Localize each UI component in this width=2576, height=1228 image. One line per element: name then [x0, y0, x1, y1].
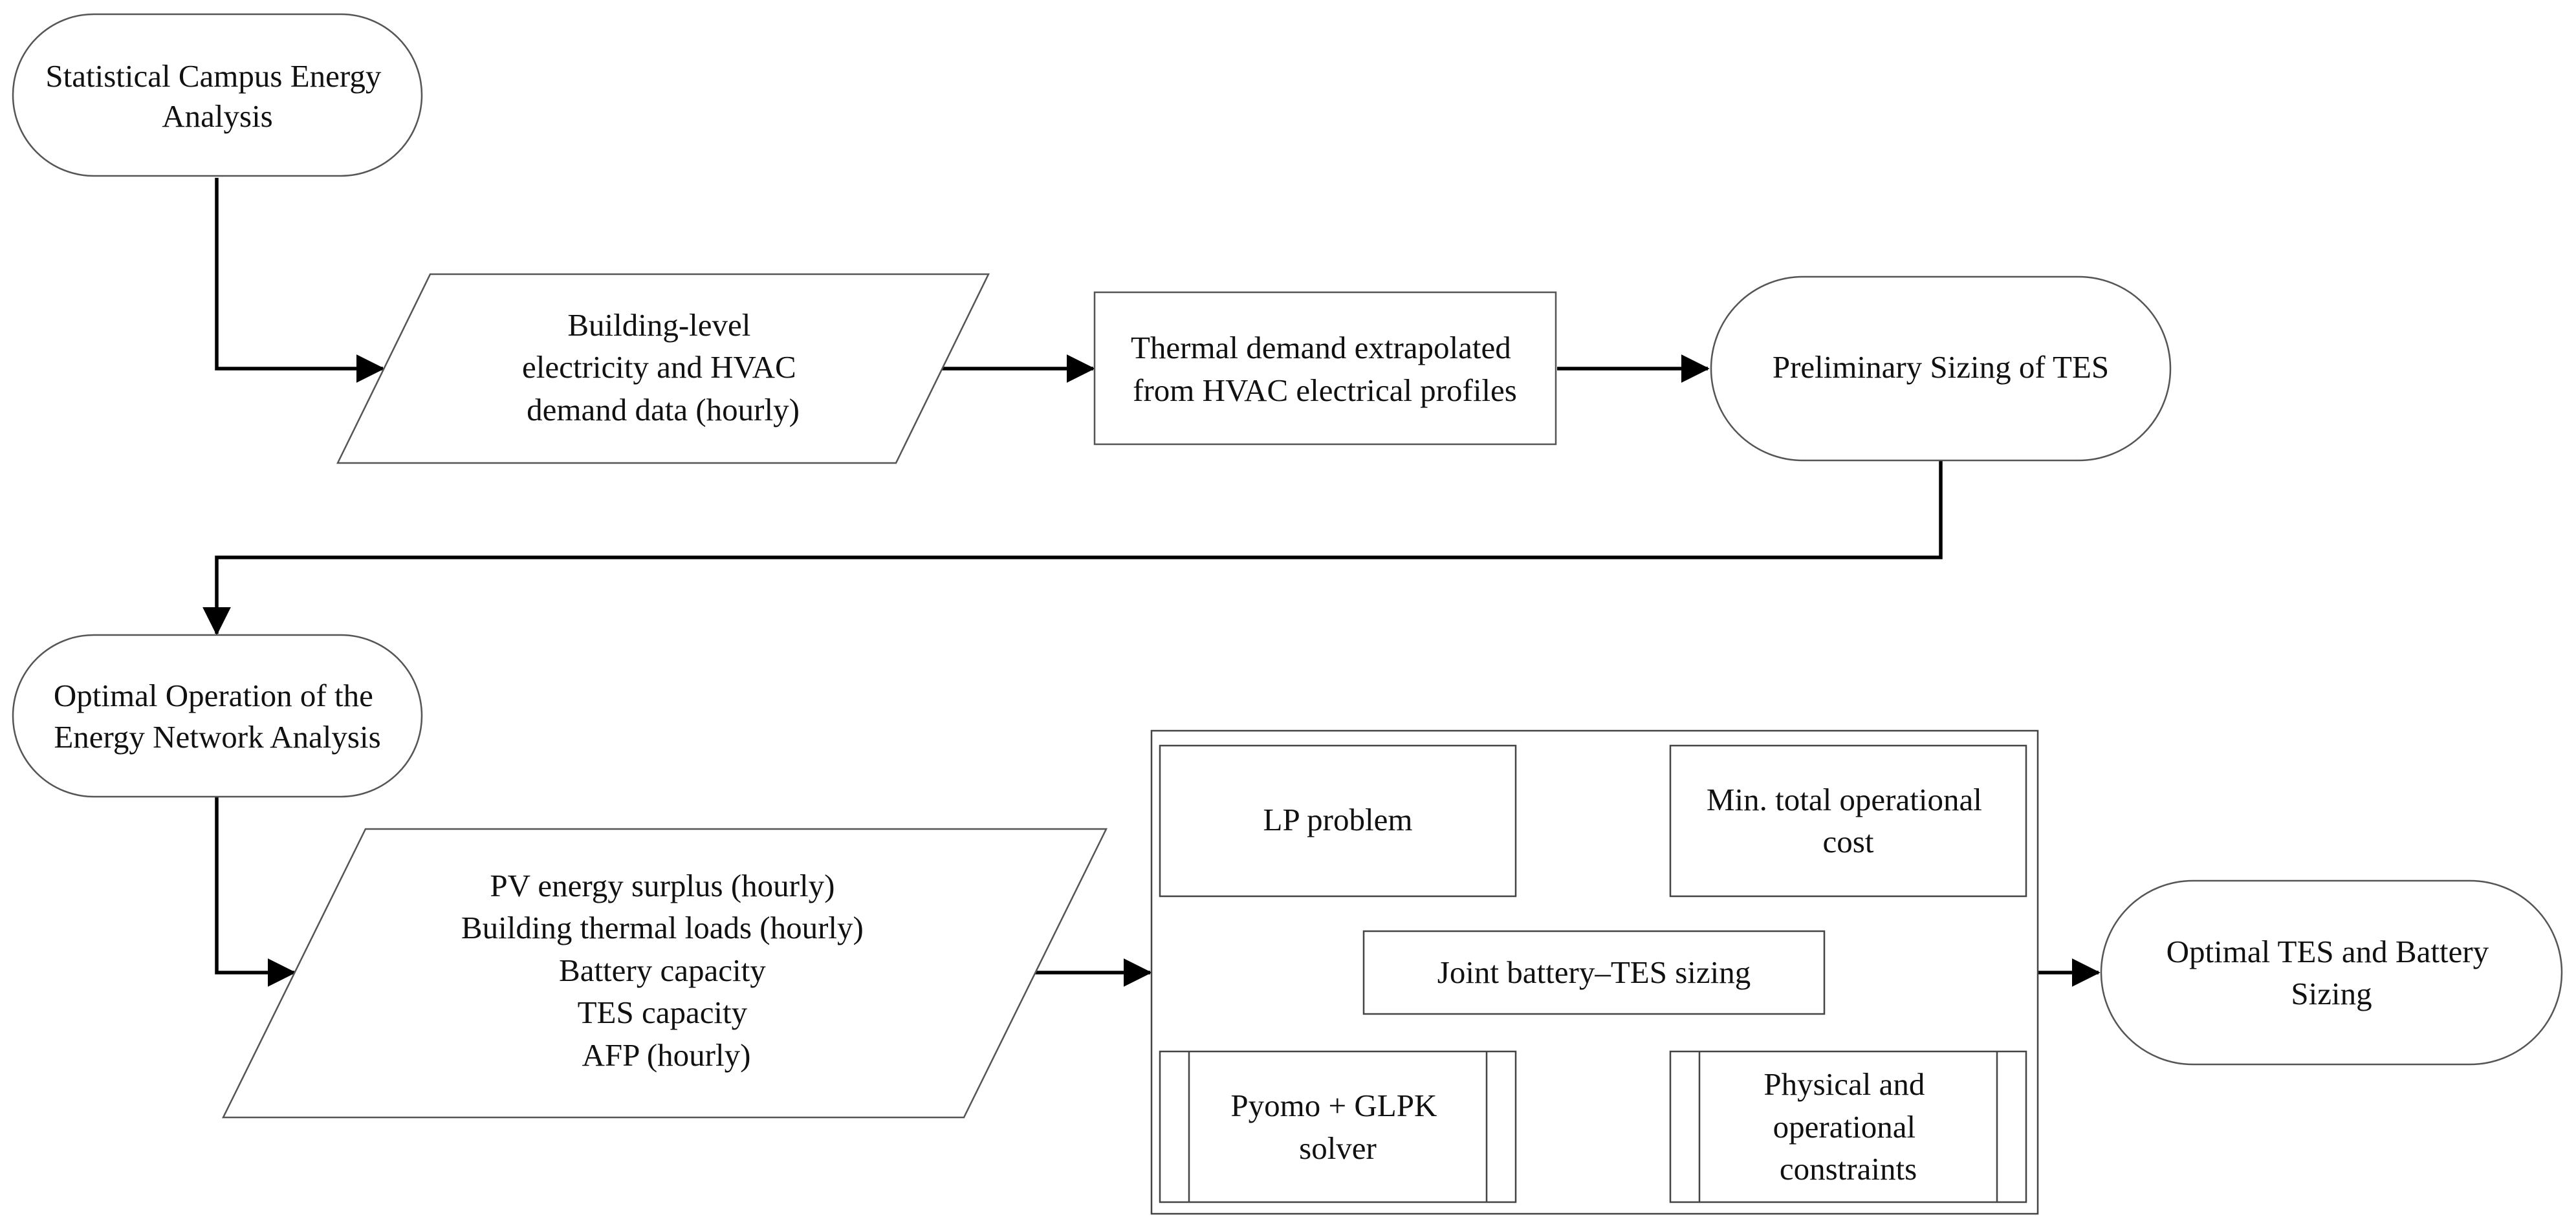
node-inputs-line-2: Building thermal loads (hourly) [461, 910, 864, 945]
node-min-cost-line-1: Min. total operational [1707, 782, 1982, 817]
svg-text:Thermal demand extrapolated: Thermal demand extrapolated from HVAC el… [1131, 330, 1519, 408]
svg-text:Preliminary Sizing of TES: Preliminary Sizing of TES [1773, 349, 2109, 385]
node-constraints: Physical and operational constraints [1669, 1050, 2027, 1203]
node-constraints-line-3: constraints [1780, 1151, 1917, 1187]
node-min-cost: Min. total operational cost [1669, 744, 2027, 898]
arrow-preliminary-sizing-to-optimal-operation [202, 460, 1943, 636]
node-joint-sizing-line-1: Joint battery–TES sizing [1437, 954, 1751, 990]
node-lp-problem: LP problem [1159, 744, 1517, 898]
node-thermal-demand-line-2: from HVAC electrical profiles [1133, 372, 1517, 408]
node-optimal-operation-line-1: Optimal Operation of the [54, 678, 373, 713]
svg-text:Optimal TES and Battery: Optimal TES and Battery Sizing [2167, 934, 2497, 1011]
node-constraints-line-1: Physical and [1763, 1066, 1925, 1102]
svg-text:Min. total operational c: Min. total operational cost [1707, 782, 1990, 859]
node-building-data-line-1: Building-level [567, 307, 750, 343]
node-building-data-line-2: electricity and HVAC [522, 349, 796, 385]
node-inputs: PV energy surplus (hourly) Building ther… [221, 828, 1108, 1119]
node-solver: Pyomo + GLPK solver [1159, 1050, 1517, 1203]
node-building-data-line-3: demand data (hourly) [527, 392, 800, 427]
node-inputs-line-1: PV energy surplus (hourly) [490, 868, 835, 903]
node-min-cost-line-2: cost [1823, 824, 1874, 859]
node-inputs-line-4: TES capacity [578, 995, 748, 1030]
node-building-data: Building-level electricity and HVAC dema… [336, 273, 990, 464]
node-optimal-operation-line-2: Energy Network Analysis [54, 719, 380, 755]
node-constraints-line-2: operational [1773, 1109, 1916, 1145]
node-optimal-sizing-line-2: Sizing [2291, 976, 2372, 1011]
node-solver-line-2: solver [1299, 1130, 1377, 1166]
node-inputs-line-3: Battery capacity [559, 953, 766, 988]
node-joint-sizing: Joint battery–TES sizing [1362, 930, 1826, 1015]
arrow-statistical-to-building-data [215, 178, 385, 383]
node-thermal-demand: Thermal demand extrapolated from HVAC el… [1093, 291, 1557, 446]
node-optimal-sizing-line-1: Optimal TES and Battery [2167, 934, 2489, 969]
node-preliminary-sizing: Preliminary Sizing of TES [1710, 275, 2172, 462]
arrow-optimal-operation-to-inputs [215, 797, 296, 987]
svg-text:Building-level electrici: Building-level electricity and HVAC dema… [522, 307, 804, 427]
node-optimal-sizing: Optimal TES and Battery Sizing [2100, 879, 2563, 1066]
node-statistical-analysis: Statistical Campus Energy Analysis [12, 13, 423, 177]
node-lp-problem-line-1: LP problem [1263, 802, 1413, 837]
svg-text:PV energy surplus (hourly): PV energy surplus (hourly) Building ther… [461, 868, 871, 1073]
node-statistical-analysis-line-1: Statistical Campus Energy [45, 58, 381, 94]
svg-text:Optimal Operation of the: Optimal Operation of the Energy Network … [54, 678, 381, 755]
svg-text:Statistical Campus Energy: Statistical Campus Energy Analysis [45, 58, 389, 134]
node-solver-line-1: Pyomo + GLPK [1230, 1088, 1437, 1123]
svg-text:LP problem: LP problem [1263, 802, 1413, 837]
node-inputs-line-5: AFP (hourly) [582, 1037, 751, 1073]
node-statistical-analysis-line-2: Analysis [162, 98, 273, 134]
svg-text:Pyomo + GLPK solver: Pyomo + GLPK solver [1230, 1088, 1445, 1166]
svg-text:Physical and operational: Physical and operational constraints [1763, 1066, 1932, 1187]
svg-text:Joint battery–TES sizing: Joint battery–TES sizing [1437, 954, 1751, 990]
node-preliminary-sizing-line-1: Preliminary Sizing of TES [1773, 349, 2109, 385]
node-thermal-demand-line-1: Thermal demand extrapolated [1131, 330, 1511, 365]
node-optimal-operation: Optimal Operation of the Energy Network … [12, 634, 423, 798]
